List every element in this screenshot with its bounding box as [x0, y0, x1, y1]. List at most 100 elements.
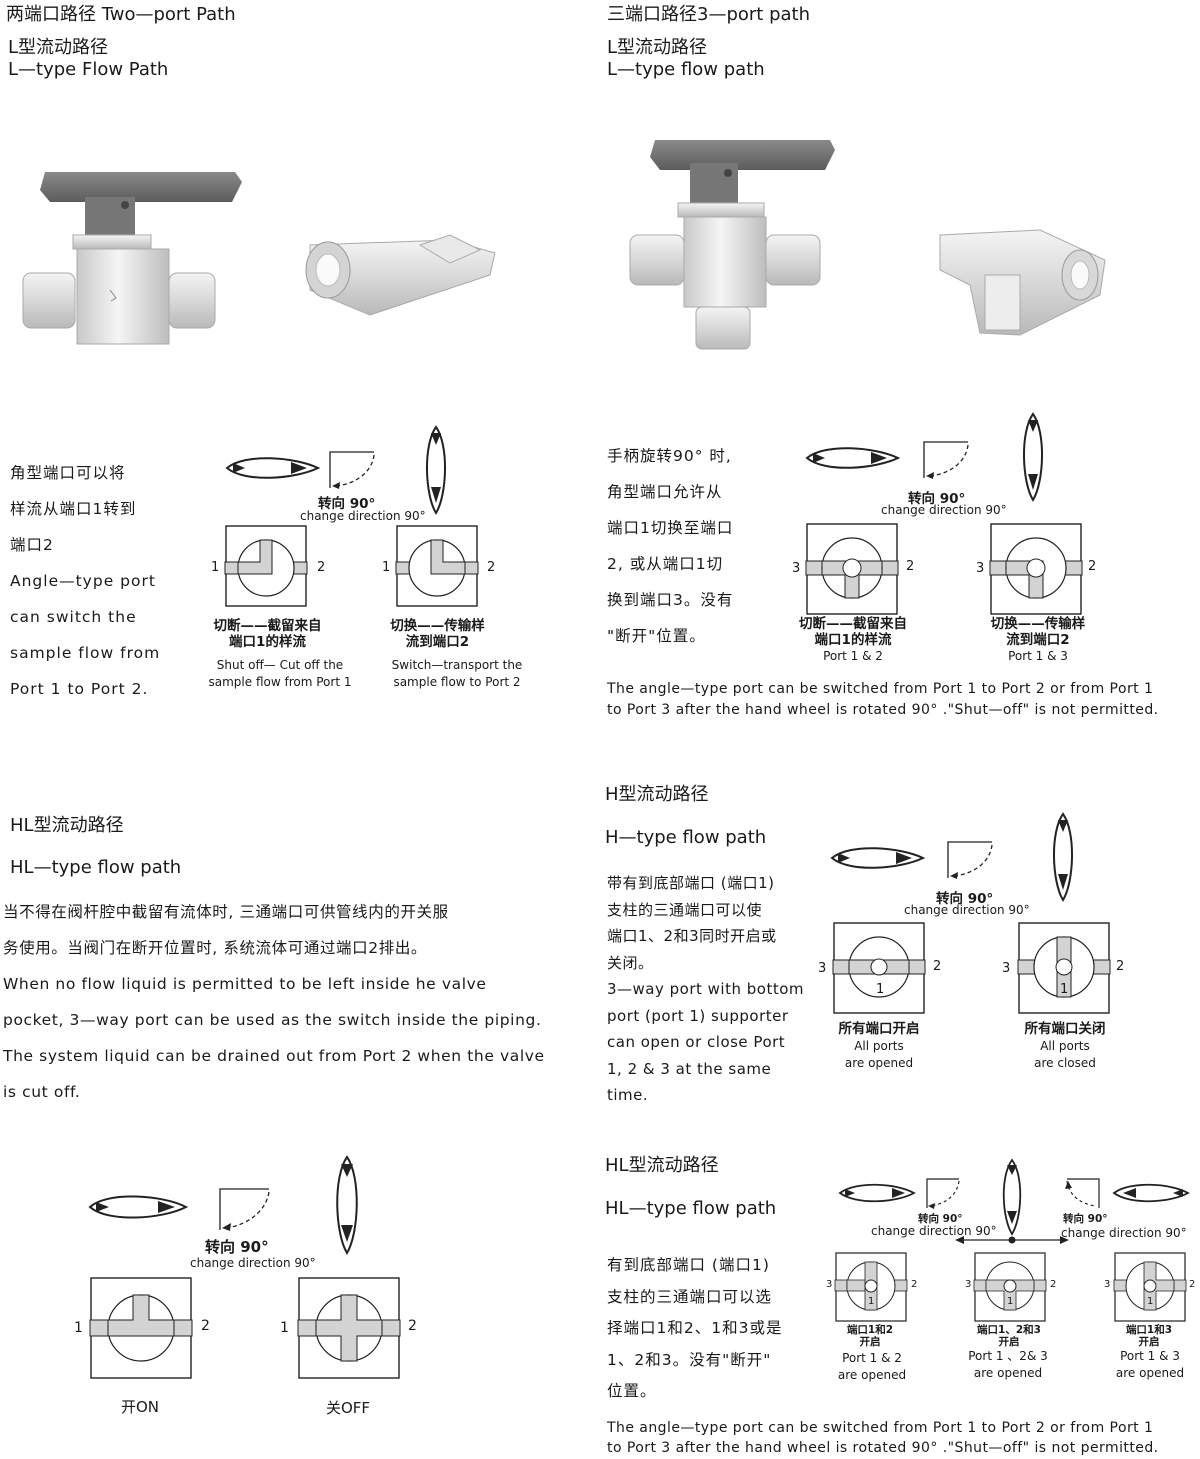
diagram-caption-en: Port 1 & 3 are opened: [1115, 1349, 1185, 1380]
hl-title-cn: HL型流动路径: [10, 815, 124, 836]
hl-diagram-1-3: [1113, 1252, 1187, 1322]
rotate-label-cn: 转向 90°: [918, 1213, 963, 1225]
switch-caption-cn: 切换——传输样 流到端口2: [390, 618, 485, 650]
section-title-two-port: 两端口路径 Two—port Path: [6, 4, 236, 25]
two-port-cutaway-image: [305, 234, 496, 316]
port-label-2: 2: [933, 959, 942, 974]
rotate-label-cn: 转向 90°: [318, 496, 376, 512]
h-description: 带有到底部端口 (端口1) 支柱的三通端口可以使 端口1、2和3同时开启或 关闭…: [607, 874, 805, 1104]
three-port-diagram-1-2: [805, 523, 899, 615]
three-port-description: 手柄旋转90° 时, 角型端口允许从 端口1切换至端口 2, 或从端口1切 换到…: [607, 447, 734, 645]
handle-vertical-icon: [1023, 412, 1043, 502]
port-label-2: 2: [201, 1318, 210, 1334]
hl-flow-diagram-off: [297, 1277, 401, 1379]
port-label-1: 1: [1007, 1296, 1014, 1307]
shutoff-caption-en: Shut off— Cut off the sample flow from P…: [208, 658, 352, 689]
all-closed-caption-en: All ports are closed: [1034, 1039, 1096, 1070]
port-label-2: 2: [911, 1279, 918, 1290]
diagram-caption-cn: 端口1和2 开启: [846, 1324, 894, 1348]
handle-horizontal-icon: [1112, 1183, 1190, 1203]
rotate-arc-icon: [1065, 1178, 1100, 1208]
port-label-1: 1: [382, 560, 391, 575]
port-label-1: 1: [1060, 982, 1069, 997]
h-title-en: H—type flow path: [605, 827, 767, 848]
rotate-label-en: change direction 90°: [190, 1256, 316, 1270]
port-label-1: 1: [280, 1320, 289, 1336]
port-label-2: 2: [317, 560, 326, 575]
three-port-cutaway-image: [939, 229, 1106, 336]
hl-diagram-1-2: [834, 1252, 908, 1322]
diagram-caption-cn: 端口1、2和3 开启: [977, 1324, 1041, 1348]
port-label-2: 2: [487, 560, 496, 575]
port-label-1: 1: [74, 1320, 83, 1336]
hl-diagram-1-2-3: [973, 1252, 1047, 1322]
port-label-3: 3: [1002, 961, 1011, 976]
diagram-caption-cn: 切断——截留来自 端口1的样流: [799, 616, 907, 648]
port-label-2: 2: [1088, 559, 1097, 574]
port-label-1: 1: [876, 982, 885, 997]
rotate-label-cn: 转向 90°: [205, 1238, 269, 1256]
h-title-cn: H型流动路径: [605, 784, 709, 805]
handle-horizontal-icon: [805, 447, 901, 469]
rotate-label-en: change direction 90°: [1061, 1226, 1187, 1240]
diagram-caption-cn: 端口1和3 开启: [1125, 1324, 1173, 1348]
port-label-3: 3: [965, 1279, 972, 1290]
switch-caption-en: Switch—transport the sample flow to Port…: [391, 658, 523, 689]
port-label-3: 3: [976, 561, 985, 576]
three-port-note-line-1: The angle—type port can be switched from…: [607, 681, 1154, 697]
diagram-caption-cn: 切换——传输样 流到端口2: [990, 616, 1086, 648]
handle-vertical-icon: [1002, 1158, 1022, 1236]
l-flow-diagram-switch: [395, 525, 479, 607]
rotate-arc-icon: [219, 1188, 270, 1231]
subtitle-cn-l-type: L型流动路径: [8, 37, 109, 58]
all-open-caption-cn: 所有端口开启: [838, 1021, 920, 1037]
diagram-caption-en: Port 1 & 2 are opened: [837, 1351, 907, 1382]
diagram-caption-en: Port 1 & 2: [823, 649, 883, 663]
port-label-1: 1: [211, 560, 220, 575]
subtitle-en-l-type: L—type Flow Path: [8, 59, 169, 80]
shutoff-caption-cn: 切断——截留来自 端口1的样流: [213, 618, 322, 650]
h-flow-diagram-closed: [1017, 922, 1111, 1014]
hl-flow-diagram-on: [89, 1277, 193, 1379]
hl-title-cn: HL型流动路径: [605, 1155, 719, 1176]
handle-horizontal-icon: [838, 1183, 916, 1203]
two-port-description: 角型端口可以将 样流从端口1转到 端口2 Angle—type port can…: [10, 464, 161, 698]
rotate-label-cn: 转向 90°: [908, 491, 966, 507]
on-caption: 开ON: [121, 1398, 160, 1416]
l-flow-diagram-shutoff: [224, 525, 308, 607]
hl-title-en: HL—type flow path: [10, 857, 182, 878]
port-label-1: 1: [868, 1296, 875, 1307]
port-label-3: 3: [826, 1279, 833, 1290]
rotate-arc-icon: [923, 441, 969, 479]
off-caption: 关OFF: [326, 1399, 371, 1417]
hl-note-line-1: The angle—type port can be switched from…: [607, 1420, 1154, 1436]
double-arrow-icon: [955, 1236, 1069, 1244]
two-port-valve-image: [22, 172, 242, 345]
rotate-label-en: change direction 90°: [904, 903, 1030, 917]
section-title-three-port: 三端口路径3—port path: [607, 4, 810, 25]
diagram-caption-en: Port 1 & 3: [1008, 649, 1068, 663]
all-closed-caption-cn: 所有端口关闭: [1024, 1021, 1106, 1037]
rotate-label-en: change direction 90°: [871, 1224, 997, 1238]
rotate-arc-icon: [926, 1178, 960, 1209]
three-port-diagram-1-3: [989, 523, 1083, 615]
handle-horizontal-icon: [225, 457, 321, 479]
rotate-label-en: change direction 90°: [300, 509, 426, 523]
all-open-caption-en: All ports are opened: [844, 1039, 914, 1070]
port-label-3: 3: [818, 961, 827, 976]
three-port-note-line-2: to Port 3 after the hand wheel is rotate…: [607, 702, 1159, 718]
rotate-arc-icon: [329, 451, 375, 489]
port-label-2: 2: [1116, 959, 1125, 974]
port-label-3: 3: [792, 561, 801, 576]
handle-horizontal-icon: [88, 1195, 189, 1219]
hl-description: 当不得在阀杆腔中截留有流体时, 三通端口可供管线内的开关服 务使用。当阀门在断开…: [3, 903, 545, 1101]
hl-title-en: HL—type flow path: [605, 1198, 777, 1219]
h-flow-diagram-open: [832, 922, 926, 1014]
hl-note-line-2: to Port 3 after the hand wheel is rotate…: [607, 1440, 1159, 1456]
handle-vertical-icon: [426, 425, 446, 515]
subtitle-en-l-type: L—type flow path: [607, 59, 765, 80]
diagram-caption-en: Port 1 、2& 3 are opened: [968, 1349, 1048, 1380]
handle-vertical-icon: [1053, 812, 1073, 902]
port-label-1: 1: [1147, 1296, 1154, 1307]
handle-horizontal-icon: [830, 847, 926, 869]
